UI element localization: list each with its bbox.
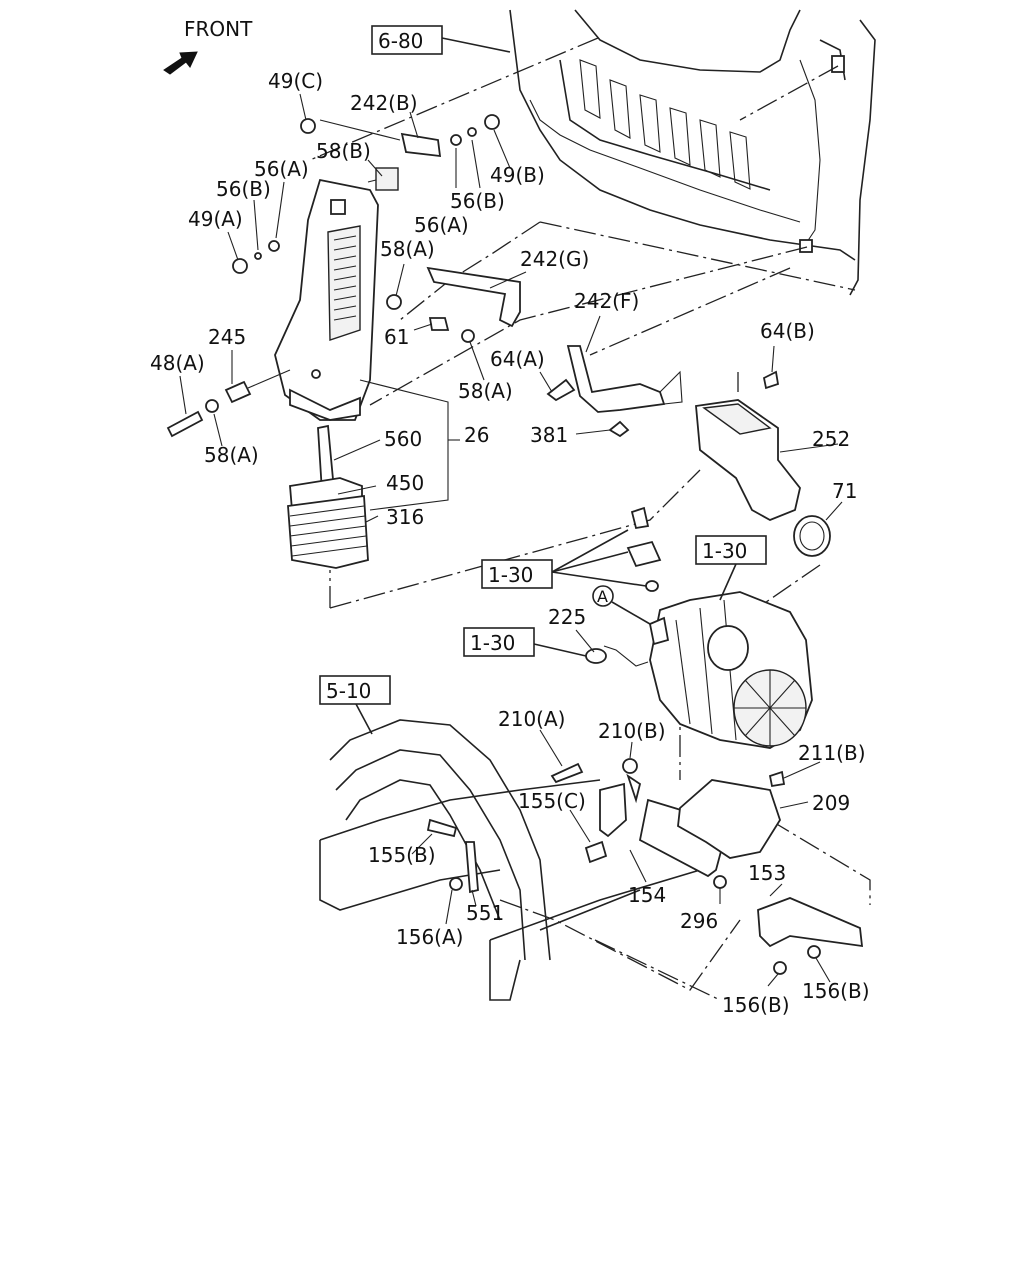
label-58b: 58(B) [316, 139, 371, 163]
label-242b: 242(B) [350, 91, 418, 115]
label-156b-a: 156(B) [722, 993, 790, 1017]
label-551: 551 [466, 901, 504, 925]
ref-1-30-c: 1-30 [470, 631, 515, 655]
ref-box-1-30-b [481, 559, 553, 589]
air-cleaner [648, 591, 813, 749]
label-560: 560 [384, 427, 422, 451]
ref-1-30-a: 1-30 [702, 539, 747, 563]
label-58a-mid: 58(A) [458, 379, 513, 403]
label-26: 26 [464, 423, 489, 447]
callout-a: A [597, 587, 608, 606]
label-56b-left: 56(B) [216, 177, 271, 201]
label-71: 71 [832, 479, 857, 503]
console-housing [274, 178, 379, 421]
label-245: 245 [208, 325, 246, 349]
label-210a: 210(A) [498, 707, 565, 731]
ref-1-30-b: 1-30 [488, 563, 533, 587]
callout-a-circle [592, 585, 614, 607]
label-64b: 64(B) [760, 319, 815, 343]
label-156b-b: 156(B) [802, 979, 870, 1003]
label-209: 209 [812, 791, 850, 815]
label-61: 61 [384, 325, 409, 349]
label-49b: 49(B) [490, 163, 545, 187]
label-64a: 64(A) [490, 347, 545, 371]
label-210b: 210(B) [598, 719, 666, 743]
label-48a: 48(A) [150, 351, 205, 375]
label-155b: 155(B) [368, 843, 436, 867]
ref-box-6-80 [371, 25, 443, 55]
label-450: 450 [386, 471, 424, 495]
ref-5-10: 5-10 [326, 679, 371, 703]
label-381: 381 [530, 423, 568, 447]
front-label: FRONT [184, 17, 253, 41]
ref-box-1-30-a [695, 535, 767, 565]
label-154: 154 [628, 883, 666, 907]
front-arrow-icon [163, 51, 198, 75]
cab-panel [509, 9, 876, 296]
label-316: 316 [386, 505, 424, 529]
label-242f: 242(F) [574, 289, 639, 313]
nut-49c [300, 118, 316, 134]
ref-box-1-30-c [463, 627, 535, 657]
frame-structure [319, 719, 701, 1001]
label-155c: 155(C) [518, 789, 586, 813]
label-296: 296 [680, 909, 718, 933]
ref-box-5-10 [319, 675, 391, 705]
label-242g: 242(G) [520, 247, 589, 271]
ref-6-80: 6-80 [378, 29, 423, 53]
label-49a: 49(A) [188, 207, 243, 231]
label-49c: 49(C) [268, 69, 323, 93]
label-56a-mid: 56(A) [414, 213, 469, 237]
label-156a: 156(A) [396, 925, 463, 949]
label-153: 153 [748, 861, 786, 885]
label-252: 252 [812, 427, 850, 451]
label-58a-top: 58(A) [380, 237, 435, 261]
label-56a-top: 56(A) [254, 157, 309, 181]
label-58a-low: 58(A) [204, 443, 259, 467]
label-225: 225 [548, 605, 586, 629]
label-211b: 211(B) [798, 741, 866, 765]
label-56b-mid: 56(B) [450, 189, 505, 213]
